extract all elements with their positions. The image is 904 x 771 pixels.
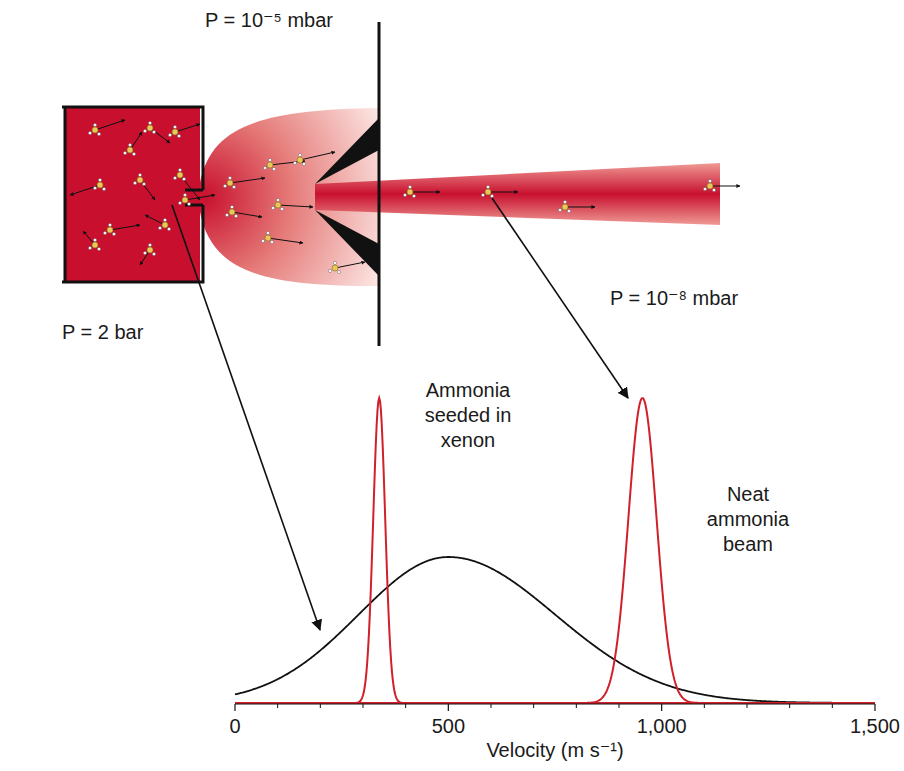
molecules xyxy=(70,120,740,274)
axis-tick xyxy=(874,704,875,711)
tick-label: 1,000 xyxy=(637,714,687,739)
axis-minor-tick xyxy=(832,704,833,708)
axis-minor-tick xyxy=(789,704,790,708)
skimmer-cone xyxy=(315,118,379,276)
axis-minor-tick xyxy=(363,704,364,708)
neat-distribution xyxy=(235,398,875,703)
x-axis xyxy=(235,703,875,704)
pressure-label: P = 2 bar xyxy=(62,320,143,345)
tick-label: 0 xyxy=(229,714,240,739)
axis-minor-tick xyxy=(747,704,748,708)
curve-label: Neat ammonia beam xyxy=(693,482,803,557)
axis-minor-tick xyxy=(619,704,620,708)
axis-minor-tick xyxy=(533,704,534,708)
axis-tick xyxy=(661,704,662,711)
chamber-wall xyxy=(62,107,203,282)
axis-minor-tick xyxy=(491,704,492,708)
axis-tick xyxy=(234,704,235,711)
axis-title: Velocity (m s⁻¹) xyxy=(486,738,623,763)
axis-minor-tick xyxy=(277,704,278,708)
tick-label: 1,500 xyxy=(850,714,900,739)
tick-label: 500 xyxy=(432,714,465,739)
axis-minor-tick xyxy=(320,704,321,708)
pressure-label: P = 10⁻⁸ mbar xyxy=(610,286,738,311)
pressure-label: P = 10⁻⁵ mbar xyxy=(205,8,333,33)
axis-minor-tick xyxy=(704,704,705,708)
seeded-distribution xyxy=(235,398,875,703)
source-chamber xyxy=(65,107,200,282)
axis-tick xyxy=(448,704,449,711)
skimmer-wall xyxy=(378,22,381,346)
leader-arrow xyxy=(172,205,320,630)
thermal-distribution xyxy=(235,557,875,703)
molecular-beam xyxy=(315,163,720,225)
leader-arrow xyxy=(492,198,628,398)
axis-minor-tick xyxy=(405,704,406,708)
curve-label: Ammonia seeded in xenon xyxy=(408,378,528,453)
axis-minor-tick xyxy=(576,704,577,708)
